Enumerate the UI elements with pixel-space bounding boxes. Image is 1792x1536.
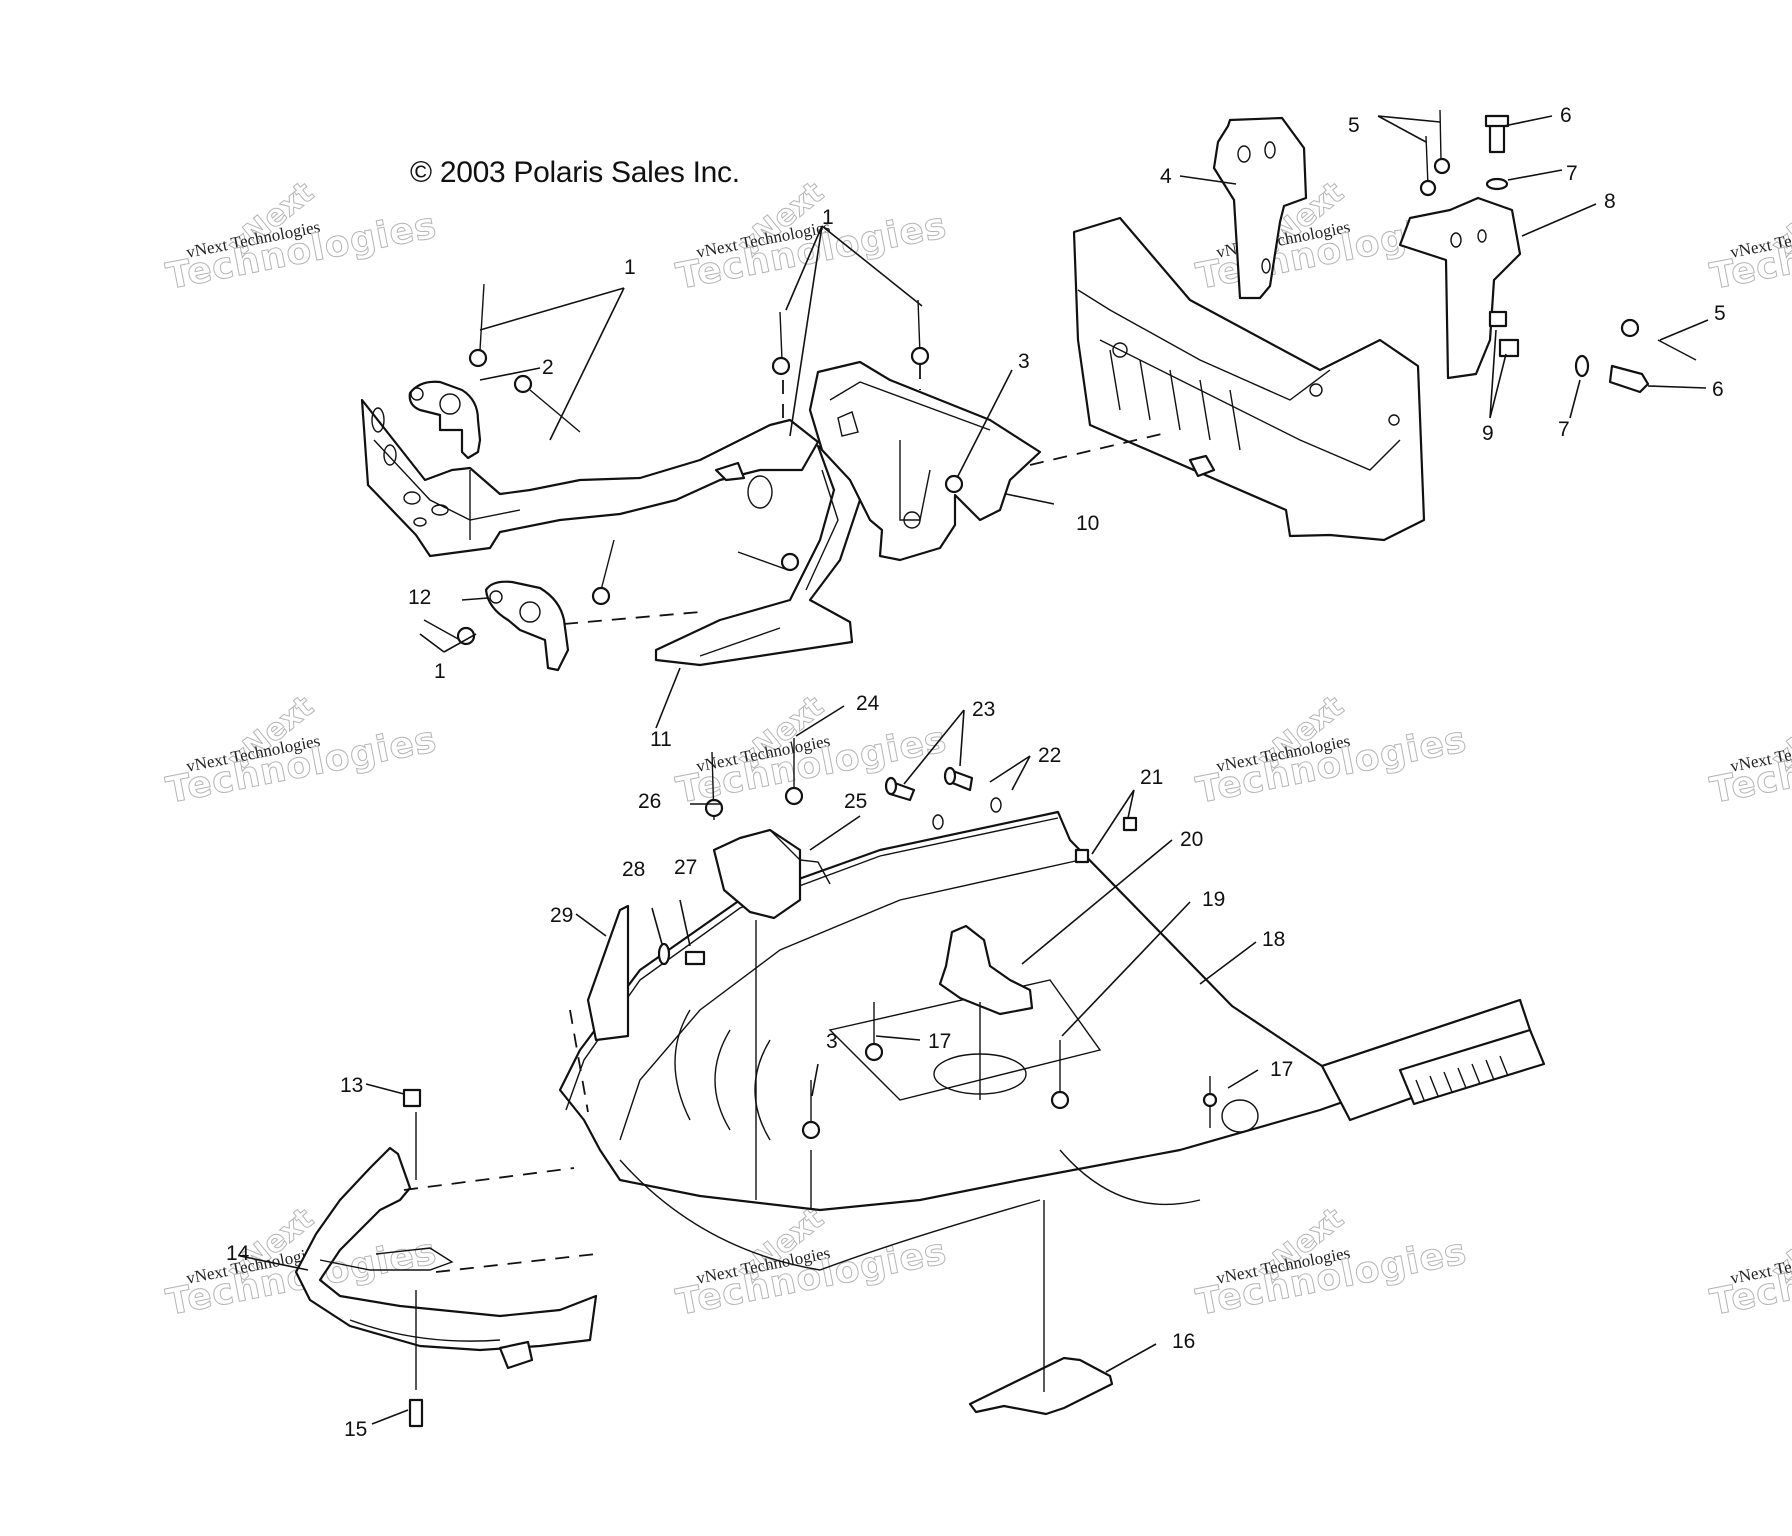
part-steering-support[interactable]	[654, 444, 862, 667]
callout-7[interactable]: 7	[1566, 162, 1578, 185]
part-frame-rail[interactable]	[360, 398, 820, 558]
callout-1[interactable]: 1	[434, 660, 446, 683]
callout-11[interactable]: 11	[650, 728, 672, 751]
part-bracket-8[interactable]	[1398, 196, 1522, 380]
callout-6[interactable]: 6	[1712, 378, 1724, 401]
fasteners-lower	[402, 738, 1218, 1428]
fasteners-upper	[423, 109, 1697, 646]
part-bumper[interactable]	[294, 1146, 598, 1370]
callout-28[interactable]: 28	[622, 858, 645, 881]
part-plate-29[interactable]	[586, 904, 630, 1042]
callout-9[interactable]: 9	[1482, 422, 1494, 445]
callout-26[interactable]: 26	[638, 790, 661, 813]
callout-17[interactable]: 17	[928, 1030, 951, 1053]
part-bracket-right[interactable]	[484, 580, 570, 672]
callout-10[interactable]: 10	[1076, 512, 1099, 535]
callout-24[interactable]: 24	[856, 692, 880, 715]
callout-7[interactable]: 7	[1558, 418, 1570, 441]
callout-14[interactable]: 14	[226, 1242, 250, 1265]
callout-5[interactable]: 5	[1348, 114, 1360, 137]
callout-3[interactable]: 3	[1018, 350, 1030, 373]
callout-4[interactable]: 4	[1160, 165, 1172, 188]
callout-1[interactable]: 1	[822, 206, 834, 229]
callout-19[interactable]: 19	[1202, 888, 1225, 911]
callout-6[interactable]: 6	[1560, 104, 1572, 127]
callout-8[interactable]: 8	[1604, 190, 1616, 213]
callout-21[interactable]: 21	[1140, 766, 1163, 789]
callout-22[interactable]: 22	[1038, 744, 1061, 767]
assembly-lines-upper	[563, 365, 1171, 625]
callout-3[interactable]: 3	[826, 1030, 838, 1053]
callout-18[interactable]: 18	[1262, 928, 1285, 951]
part-bracket-4[interactable]	[1212, 116, 1308, 300]
callout-25[interactable]: 25	[844, 790, 867, 813]
callout-1[interactable]: 1	[624, 256, 636, 279]
callout-13[interactable]: 13	[340, 1074, 363, 1097]
callout-5[interactable]: 5	[1714, 302, 1726, 325]
part-cover-25[interactable]	[712, 828, 831, 920]
callout-27[interactable]: 27	[674, 856, 697, 879]
callout-20[interactable]: 20	[1180, 828, 1203, 851]
leader-lines	[239, 115, 1709, 1425]
assembly-lines-lower	[403, 920, 1045, 1392]
callout-12[interactable]: 12	[408, 586, 431, 609]
callout-16[interactable]: 16	[1172, 1330, 1195, 1353]
callout-23[interactable]: 23	[972, 698, 995, 721]
callout-29[interactable]: 29	[550, 904, 573, 927]
copyright-notice: © 2003 Polaris Sales Inc.	[410, 156, 740, 189]
callout-17[interactable]: 17	[1270, 1058, 1293, 1081]
part-front-crossmember[interactable]	[808, 360, 1042, 562]
callout-15[interactable]: 15	[344, 1418, 367, 1441]
part-skid-plate[interactable]	[968, 1356, 1114, 1416]
part-bracket-20[interactable]	[938, 924, 1034, 1016]
callout-labels: 1 1 1 2 3 3 4 5 5 6 6 7 7 8 9 10 11 12 1…	[226, 104, 1726, 1441]
part-bracket-left[interactable]	[408, 380, 482, 460]
callout-2[interactable]: 2	[542, 356, 554, 379]
part-front-frame[interactable]	[1072, 216, 1426, 542]
part-nose-pan[interactable]	[558, 810, 1546, 1271]
